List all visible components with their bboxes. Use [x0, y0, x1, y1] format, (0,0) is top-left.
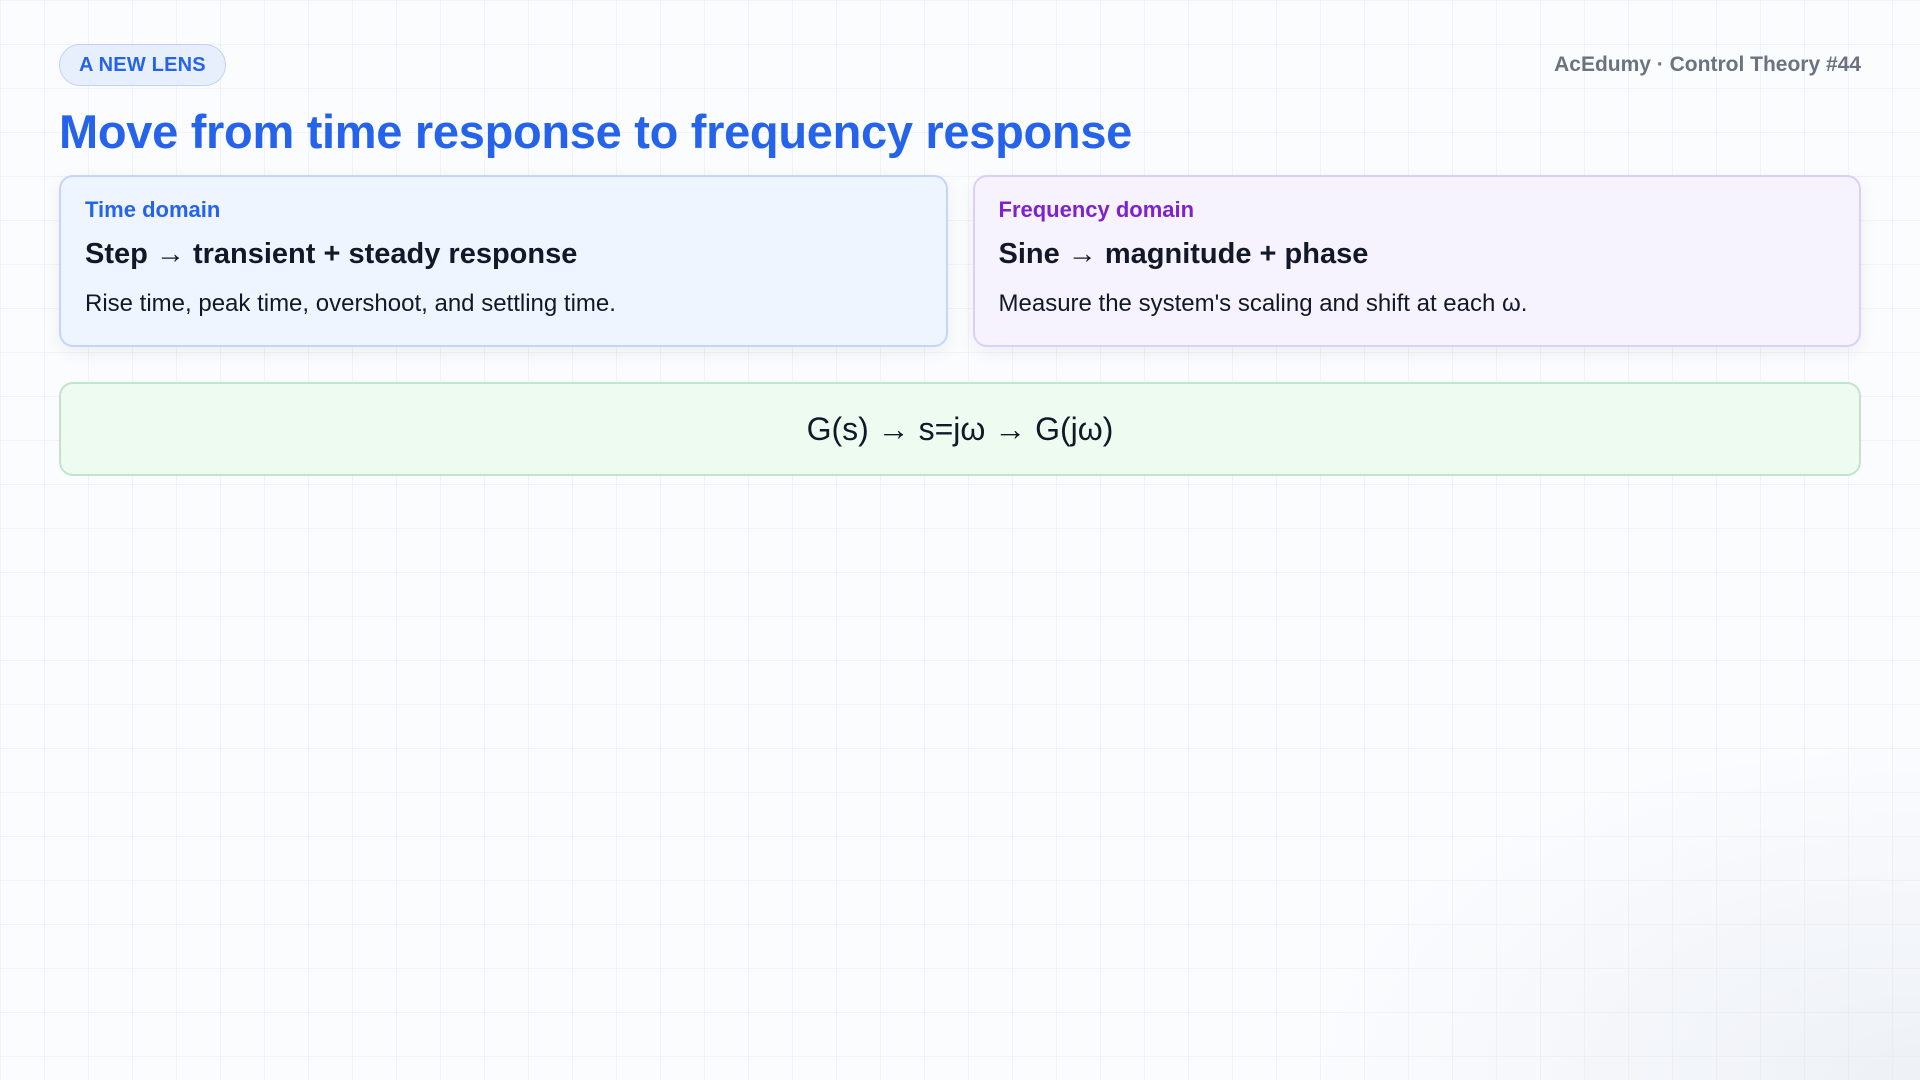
formula-text: G(s) → s=jω → G(jω)	[806, 410, 1114, 447]
section-badge: A NEW LENS	[59, 44, 226, 86]
time-domain-card: Time domain Step → transient + steady re…	[59, 175, 948, 348]
slide: A NEW LENS AcEdumy · Control Theory #44 …	[59, 44, 1861, 477]
frequency-domain-card: Frequency domain Sine → magnitude + phas…	[972, 175, 1861, 348]
header-row: A NEW LENS AcEdumy · Control Theory #44	[59, 44, 1861, 86]
formula-banner: G(s) → s=jω → G(jω)	[59, 382, 1861, 477]
card-description: Rise time, peak time, overshoot, and set…	[85, 290, 616, 318]
card-heading: Step → transient + steady response	[85, 238, 578, 271]
slide-title: Move from time response to frequency res…	[59, 105, 1133, 158]
card-label: Frequency domain	[998, 197, 1195, 223]
comparison-cards: Time domain Step → transient + steady re…	[59, 175, 1861, 348]
brand-label: AcEdumy · Control Theory #44	[1554, 53, 1861, 76]
card-label: Time domain	[85, 197, 221, 223]
card-heading: Sine → magnitude + phase	[998, 238, 1369, 271]
card-description: Measure the system's scaling and shift a…	[998, 290, 1528, 318]
